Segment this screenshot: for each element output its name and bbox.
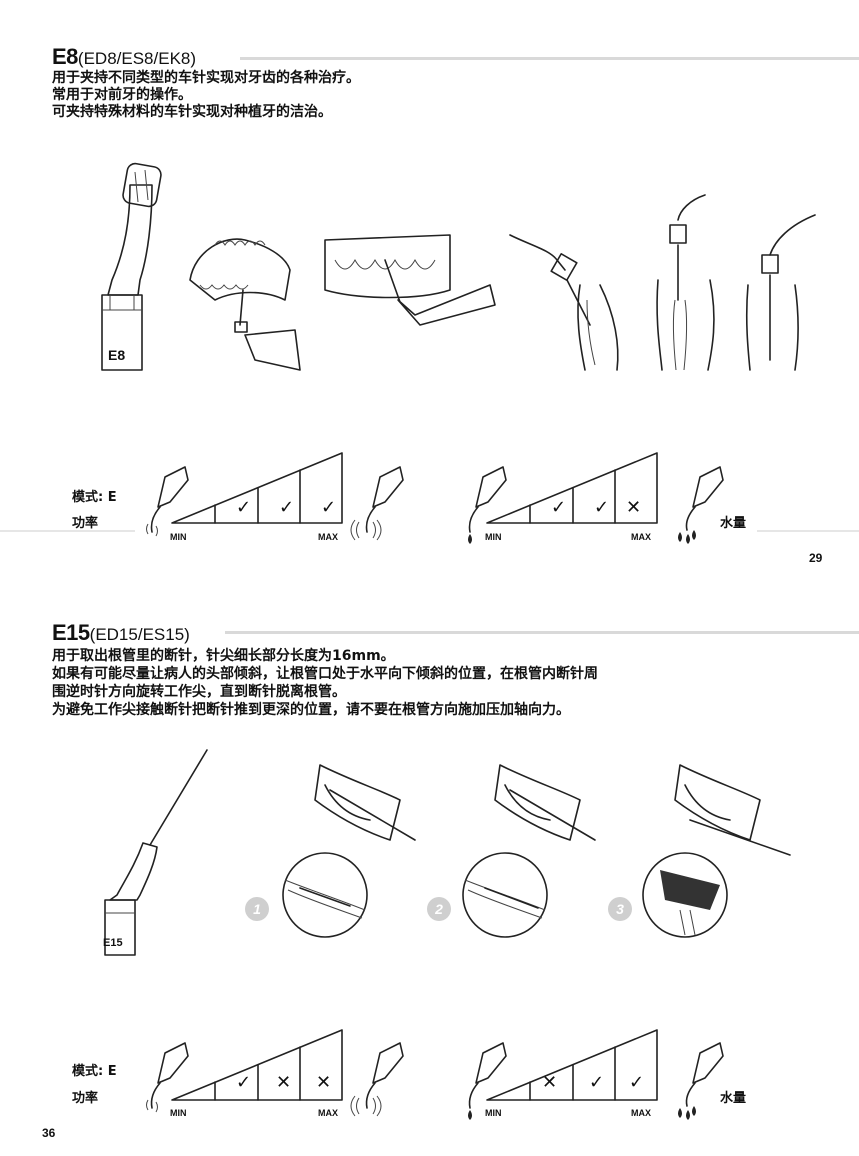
power-scale-triangle — [171, 1029, 343, 1101]
power-level-mark: ✓ — [278, 497, 295, 518]
handpiece-min-water-icon — [468, 1042, 507, 1120]
power-level-mark: ✓ — [235, 1072, 252, 1093]
tip-variants: (ED15/ES15) — [89, 625, 190, 644]
tip-label: E15 — [103, 937, 123, 949]
min-label: MIN — [485, 1108, 502, 1118]
handpiece-max-power-icon — [350, 466, 404, 541]
tip-code: E8 — [52, 44, 78, 69]
section-rule — [0, 530, 135, 532]
handpiece-max-power-icon — [350, 1042, 404, 1117]
water-label: 水量 — [720, 516, 747, 531]
section-title: E15(ED15/ES15) — [52, 620, 190, 646]
description-line: 用于夹持不同类型的车针实现对牙齿的各种治疗。 — [52, 70, 360, 86]
section-rule — [757, 530, 859, 532]
root-canal-illustration-1 — [509, 234, 619, 371]
header-rule — [240, 57, 859, 60]
step-3-scene — [642, 764, 791, 938]
page-number: 36 — [42, 1126, 56, 1140]
root-canal-illustration-3 — [745, 214, 816, 371]
water-level-mark: ✓ — [628, 1072, 645, 1093]
e15-tip-illustration — [104, 749, 208, 956]
power-level-mark: ✕ — [315, 1072, 332, 1093]
description-line: 用于取出根管里的断针，针尖细长部分长度为16mm。 — [52, 648, 395, 664]
water-level-mark: ✓ — [550, 497, 567, 518]
max-label: MAX — [631, 532, 651, 542]
min-label: MIN — [485, 532, 502, 542]
max-label: MAX — [318, 1108, 338, 1118]
water-level-mark: ✓ — [588, 1072, 605, 1093]
water-level-mark: ✓ — [593, 497, 610, 518]
e8-tip-illustration — [101, 162, 162, 371]
description-line: 为避免工作尖接触断针把断针推到更深的位置，请不要在根管方向施加压加轴向力。 — [52, 702, 570, 718]
upper-teeth-illustration — [324, 234, 496, 326]
handpiece-min-power-icon — [146, 1042, 189, 1113]
handpiece-min-water-icon — [468, 466, 507, 544]
max-label: MAX — [318, 532, 338, 542]
power-label: 功率 — [72, 516, 99, 531]
power-label: 功率 — [72, 1091, 99, 1106]
handpiece-max-water-icon — [678, 1042, 724, 1120]
tip-label: E8 — [108, 347, 126, 363]
water-scale-triangle — [486, 452, 658, 524]
step-1-scene — [282, 764, 416, 938]
step-badge: 3 — [608, 897, 632, 921]
water-level-mark: ✕ — [625, 497, 642, 518]
power-level-mark: ✓ — [235, 497, 252, 518]
handpiece-min-power-icon — [146, 466, 189, 537]
min-label: MIN — [170, 532, 187, 542]
mode-label: 模式: E — [72, 490, 117, 505]
step-badge: 2 — [427, 897, 451, 921]
step-2-scene — [462, 764, 596, 938]
power-level-mark: ✕ — [275, 1072, 292, 1093]
description-line: 常用于对前牙的操作。 — [52, 87, 192, 103]
description-line: 如果有可能尽量让病人的头部倾斜，让根管口处于水平向下倾斜的位置，在根管内断针周 — [52, 666, 598, 682]
handpiece-max-water-icon — [678, 466, 724, 544]
page-number: 29 — [809, 551, 823, 565]
tip-code: E15 — [52, 620, 90, 645]
power-level-mark: ✓ — [320, 497, 337, 518]
root-canal-illustration-2 — [656, 194, 715, 371]
step-badge: 1 — [245, 897, 269, 921]
mode-label: 模式: E — [72, 1064, 117, 1079]
description-line: 围逆时针方向旋转工作尖，直到断针脱离根管。 — [52, 684, 346, 700]
description-line: 可夹持特殊材料的车针实现对种植牙的洁治。 — [52, 104, 332, 120]
water-level-mark: ✕ — [541, 1072, 558, 1093]
header-rule — [225, 631, 859, 634]
water-scale-triangle — [486, 1029, 658, 1101]
lower-jaw-illustration — [189, 238, 301, 371]
min-label: MIN — [170, 1108, 187, 1118]
tip-variants: (ED8/ES8/EK8) — [77, 49, 197, 68]
power-scale-triangle — [171, 452, 343, 524]
section-title: E8(ED8/ES8/EK8) — [52, 44, 196, 70]
max-label: MAX — [631, 1108, 651, 1118]
water-label: 水量 — [720, 1091, 747, 1106]
